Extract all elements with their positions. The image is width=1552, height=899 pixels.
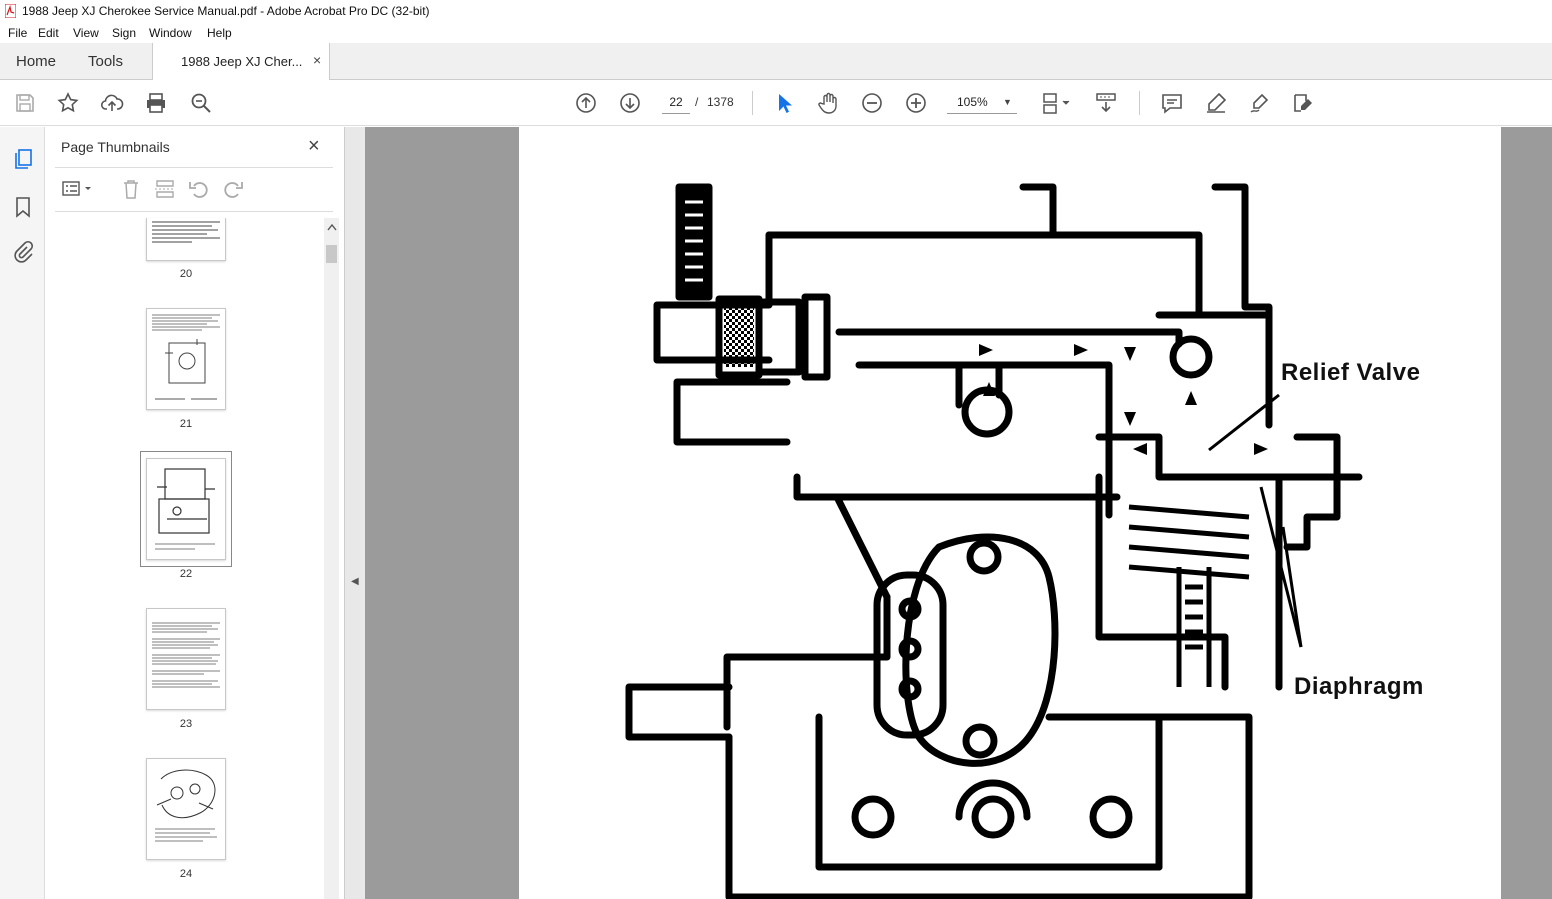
zoom-out-icon[interactable]: [859, 90, 885, 116]
window-title: 1988 Jeep XJ Cherokee Service Manual.pdf…: [22, 4, 430, 18]
page-separator: /: [695, 95, 699, 109]
selected-thumbnail-frame: [140, 451, 232, 567]
tab-bar: Home Tools 1988 Jeep XJ Cher... ×: [0, 43, 1552, 80]
rotate-right-icon[interactable]: [221, 177, 245, 201]
menu-view[interactable]: View: [73, 26, 99, 40]
bookmark-star-icon[interactable]: [55, 90, 81, 116]
bookmarks-icon[interactable]: [11, 195, 35, 219]
zoom-search-icon[interactable]: [188, 90, 214, 116]
tab-home[interactable]: Home: [16, 53, 57, 70]
tab-document-label: 1988 Jeep XJ Cher...: [181, 54, 303, 69]
menu-window[interactable]: Window: [149, 26, 192, 40]
collapse-panel-icon[interactable]: ◀: [351, 576, 359, 587]
highlight-pen-icon[interactable]: [1203, 90, 1229, 116]
menu-sign[interactable]: Sign: [112, 26, 137, 40]
main-toolbar: 22 / 1378 105% ▼: [0, 80, 1552, 126]
menu-bar: File Edit View Sign Window Help: [0, 23, 1552, 43]
page-number-input[interactable]: 22: [662, 91, 690, 114]
hand-tool-icon[interactable]: [815, 90, 841, 116]
tab-tools[interactable]: Tools: [88, 53, 124, 70]
relief-valve-label: Relief Valve: [1281, 359, 1421, 386]
thumbnail-page-number: 23: [179, 718, 193, 730]
close-panel-icon[interactable]: ×: [308, 135, 320, 157]
panel-divider: [55, 211, 333, 212]
menu-help[interactable]: Help: [207, 26, 232, 40]
panel-splitter[interactable]: ◀: [345, 127, 365, 899]
panel-divider: [55, 167, 333, 168]
page-thumbnail-24[interactable]: [146, 758, 226, 860]
diaphragm-label: Diaphragm: [1294, 673, 1424, 700]
toolbar-divider: [1139, 91, 1140, 115]
toolbar-divider: [752, 91, 753, 115]
save-icon[interactable]: [12, 90, 38, 116]
page-thumbnail-21[interactable]: [146, 308, 226, 410]
scroll-up-icon[interactable]: [327, 223, 337, 231]
chevron-down-icon: ▼: [1003, 97, 1012, 107]
page-thumbnails-icon[interactable]: [11, 147, 35, 171]
thumbnail-page-number: 21: [179, 418, 193, 430]
document-viewport[interactable]: Relief Valve Diaphragm: [365, 127, 1552, 899]
title-bar: 1988 Jeep XJ Cherokee Service Manual.pdf…: [0, 0, 1552, 23]
upload-icon[interactable]: [99, 90, 125, 116]
select-cursor-icon[interactable]: [771, 90, 797, 116]
menu-file[interactable]: File: [8, 26, 28, 40]
thumbnail-page-number: 22: [179, 568, 193, 580]
scrollbar-thumb[interactable]: [326, 245, 337, 263]
zoom-level-select[interactable]: 105% ▼: [947, 91, 1017, 114]
fuel-pump-diagram: [625, 183, 1363, 899]
zoom-in-icon[interactable]: [903, 90, 929, 116]
draw-signature-icon[interactable]: [1247, 90, 1273, 116]
fill-sign-icon[interactable]: [1290, 90, 1316, 116]
pdf-app-icon: [5, 4, 16, 18]
zoom-level-value: 105%: [957, 95, 988, 109]
tab-document[interactable]: 1988 Jeep XJ Cher... ×: [152, 43, 330, 80]
menu-edit[interactable]: Edit: [38, 26, 59, 40]
page-display-icon[interactable]: [1038, 90, 1074, 116]
attachments-icon[interactable]: [11, 240, 35, 264]
page-thumbnail-22[interactable]: [146, 458, 226, 560]
delete-page-icon[interactable]: [119, 177, 143, 201]
pdf-page: Relief Valve Diaphragm: [519, 127, 1501, 899]
rotate-left-icon[interactable]: [187, 177, 211, 201]
close-tab-icon[interactable]: ×: [313, 52, 322, 68]
page-thumbnails-panel: Page Thumbnails × 20 21 22 23 24: [45, 127, 345, 899]
scroll-mode-icon[interactable]: [1093, 90, 1119, 116]
comment-icon[interactable]: [1159, 90, 1185, 116]
left-navigation-rail: [0, 127, 45, 899]
panel-title: Page Thumbnails: [61, 139, 170, 155]
previous-page-icon[interactable]: [573, 90, 599, 116]
thumbnail-options-icon[interactable]: [61, 177, 95, 201]
page-total: 1378: [707, 95, 734, 109]
page-thumbnail-23[interactable]: [146, 608, 226, 710]
page-thumbnail-20[interactable]: [146, 218, 226, 261]
thumbnail-page-number: 24: [179, 868, 193, 880]
print-icon[interactable]: [143, 90, 169, 116]
extract-page-icon[interactable]: [153, 177, 177, 201]
thumbnail-scrollbar[interactable]: [324, 218, 339, 899]
next-page-icon[interactable]: [617, 90, 643, 116]
thumbnail-page-number: 20: [179, 268, 193, 280]
